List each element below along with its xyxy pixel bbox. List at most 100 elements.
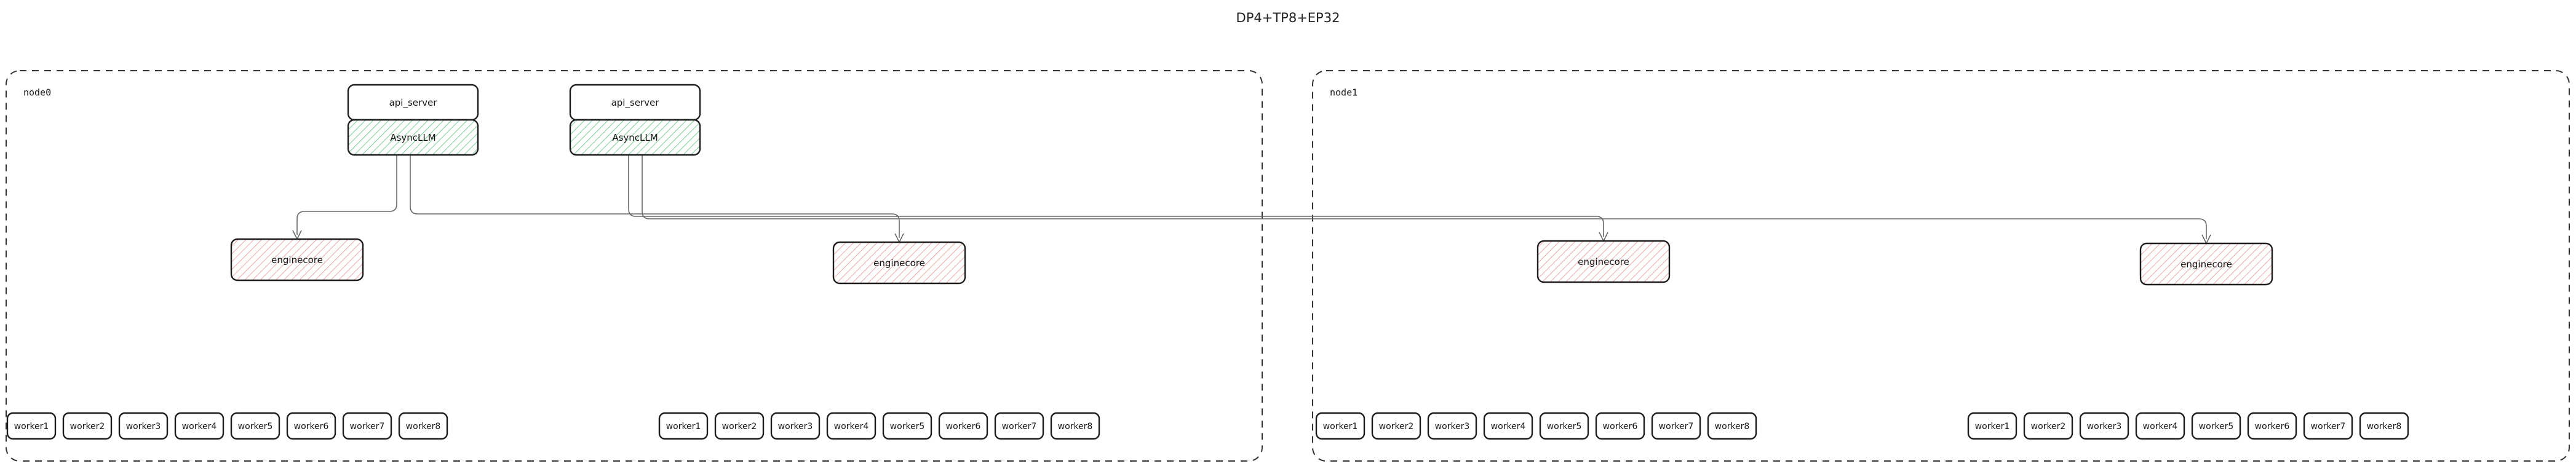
worker-node-wg2-worker7[interactable]: worker7 bbox=[1651, 412, 1701, 440]
worker-node-wg3-worker4[interactable]: worker4 bbox=[2135, 412, 2185, 440]
node-label-enginecore: enginecore bbox=[1578, 256, 1629, 267]
worker-node-wg0-worker5[interactable]: worker5 bbox=[230, 412, 280, 440]
node-enginecore_0[interactable]: enginecore bbox=[230, 238, 364, 282]
cluster-node0: node0 bbox=[6, 70, 1263, 462]
worker-box[interactable] bbox=[286, 412, 336, 440]
worker-box[interactable] bbox=[994, 412, 1044, 440]
worker-node-wg0-worker3[interactable]: worker3 bbox=[118, 412, 169, 440]
worker-node-wg1-worker7[interactable]: worker7 bbox=[994, 412, 1044, 440]
node-asyncllm_1[interactable]: AsyncLLM bbox=[569, 119, 701, 156]
worker-box[interactable] bbox=[1371, 412, 1421, 440]
worker-box[interactable] bbox=[6, 412, 57, 440]
worker-node-wg3-worker2[interactable]: worker2 bbox=[2023, 412, 2073, 440]
node-box-enginecore[interactable] bbox=[1536, 240, 1671, 283]
worker-label: worker7 bbox=[2311, 422, 2346, 432]
worker-box[interactable] bbox=[342, 412, 392, 440]
worker-node-wg3-worker3[interactable]: worker3 bbox=[2079, 412, 2129, 440]
cluster-boundary-node0 bbox=[6, 70, 1263, 462]
worker-node-wg0-worker4[interactable]: worker4 bbox=[174, 412, 225, 440]
worker-box[interactable] bbox=[1483, 412, 1533, 440]
worker-box[interactable] bbox=[2135, 412, 2185, 440]
worker-node-wg1-worker5[interactable]: worker5 bbox=[882, 412, 932, 440]
cluster-boundary-node1 bbox=[1312, 70, 2570, 462]
worker-box[interactable] bbox=[1315, 412, 1366, 440]
node-box-asyncllm[interactable] bbox=[347, 119, 479, 156]
worker-node-wg2-worker3[interactable]: worker3 bbox=[1427, 412, 1477, 440]
node-box-enginecore[interactable] bbox=[832, 241, 966, 285]
worker-node-wg3-worker7[interactable]: worker7 bbox=[2303, 412, 2353, 440]
worker-node-wg0-worker1[interactable]: worker1 bbox=[6, 412, 57, 440]
worker-node-wg2-worker1[interactable]: worker1 bbox=[1315, 412, 1366, 440]
worker-node-wg3-worker6[interactable]: worker6 bbox=[2247, 412, 2297, 440]
worker-box[interactable] bbox=[2247, 412, 2297, 440]
worker-node-wg0-worker8[interactable]: worker8 bbox=[398, 412, 448, 440]
worker-node-wg3-worker5[interactable]: worker5 bbox=[2191, 412, 2241, 440]
worker-node-wg1-worker4[interactable]: worker4 bbox=[826, 412, 877, 440]
worker-label: worker4 bbox=[834, 422, 869, 432]
worker-label: worker1 bbox=[14, 422, 49, 432]
worker-label: worker4 bbox=[2143, 422, 2178, 432]
worker-box[interactable] bbox=[2023, 412, 2073, 440]
node-enginecore_3[interactable]: enginecore bbox=[2139, 242, 2273, 286]
edge-group bbox=[292, 155, 2211, 245]
worker-box[interactable] bbox=[1050, 412, 1100, 440]
worker-box[interactable] bbox=[1539, 412, 1589, 440]
worker-box[interactable] bbox=[1595, 412, 1645, 440]
worker-label: worker5 bbox=[1547, 422, 1582, 432]
node-box-enginecore[interactable] bbox=[2139, 242, 2273, 286]
worker-box[interactable] bbox=[1651, 412, 1701, 440]
worker-box[interactable] bbox=[174, 412, 225, 440]
page-title: DP4+TP8+EP32 bbox=[1236, 10, 1340, 25]
worker-box[interactable] bbox=[658, 412, 709, 440]
worker-node-wg1-worker2[interactable]: worker2 bbox=[714, 412, 765, 440]
worker-box[interactable] bbox=[398, 412, 448, 440]
worker-node-wg0-worker2[interactable]: worker2 bbox=[62, 412, 113, 440]
node-api_server_1[interactable]: api_server bbox=[569, 84, 701, 121]
node-box-asyncllm[interactable] bbox=[569, 119, 701, 156]
worker-node-wg1-worker1[interactable]: worker1 bbox=[658, 412, 709, 440]
worker-box[interactable] bbox=[2079, 412, 2129, 440]
worker-node-wg2-worker6[interactable]: worker6 bbox=[1595, 412, 1645, 440]
node-box-enginecore[interactable] bbox=[230, 238, 364, 282]
worker-node-wg2-worker4[interactable]: worker4 bbox=[1483, 412, 1533, 440]
worker-node-wg1-worker6[interactable]: worker6 bbox=[938, 412, 988, 440]
node-asyncllm_0[interactable]: AsyncLLM bbox=[347, 119, 479, 156]
worker-box[interactable] bbox=[770, 412, 821, 440]
worker-box[interactable] bbox=[938, 412, 988, 440]
node-api_server_0[interactable]: api_server bbox=[347, 84, 479, 121]
worker-label: worker8 bbox=[406, 422, 441, 432]
worker-label: worker3 bbox=[126, 422, 161, 432]
edge-asyncllm_1-to-enginecore_2 bbox=[628, 155, 1604, 237]
worker-box[interactable] bbox=[826, 412, 877, 440]
node-label-enginecore: enginecore bbox=[2180, 259, 2232, 270]
worker-box[interactable] bbox=[118, 412, 169, 440]
worker-node-wg1-worker3[interactable]: worker3 bbox=[770, 412, 821, 440]
worker-box[interactable] bbox=[62, 412, 113, 440]
worker-box[interactable] bbox=[1967, 412, 2017, 440]
worker-node-wg2-worker8[interactable]: worker8 bbox=[1707, 412, 1757, 440]
worker-node-wg2-worker5[interactable]: worker5 bbox=[1539, 412, 1589, 440]
worker-box[interactable] bbox=[1427, 412, 1477, 440]
worker-box[interactable] bbox=[1707, 412, 1757, 440]
worker-node-wg0-worker6[interactable]: worker6 bbox=[286, 412, 336, 440]
worker-node-wg0-worker7[interactable]: worker7 bbox=[342, 412, 392, 440]
worker-node-wg3-worker8[interactable]: worker8 bbox=[2359, 412, 2409, 440]
worker-box[interactable] bbox=[2303, 412, 2353, 440]
worker-box[interactable] bbox=[882, 412, 932, 440]
node-enginecore_2[interactable]: enginecore bbox=[1536, 240, 1671, 283]
worker-node-wg2-worker2[interactable]: worker2 bbox=[1371, 412, 1421, 440]
worker-node-wg1-worker8[interactable]: worker8 bbox=[1050, 412, 1100, 440]
worker-box[interactable] bbox=[714, 412, 765, 440]
worker-box[interactable] bbox=[230, 412, 280, 440]
worker-label: worker6 bbox=[946, 422, 981, 432]
worker-node-wg3-worker1[interactable]: worker1 bbox=[1967, 412, 2017, 440]
worker-label: worker1 bbox=[1323, 422, 1358, 432]
worker-label: worker4 bbox=[1491, 422, 1526, 432]
node-enginecore_1[interactable]: enginecore bbox=[832, 241, 966, 285]
worker-label: worker2 bbox=[722, 422, 757, 432]
worker-box[interactable] bbox=[2359, 412, 2409, 440]
worker-box[interactable] bbox=[2191, 412, 2241, 440]
